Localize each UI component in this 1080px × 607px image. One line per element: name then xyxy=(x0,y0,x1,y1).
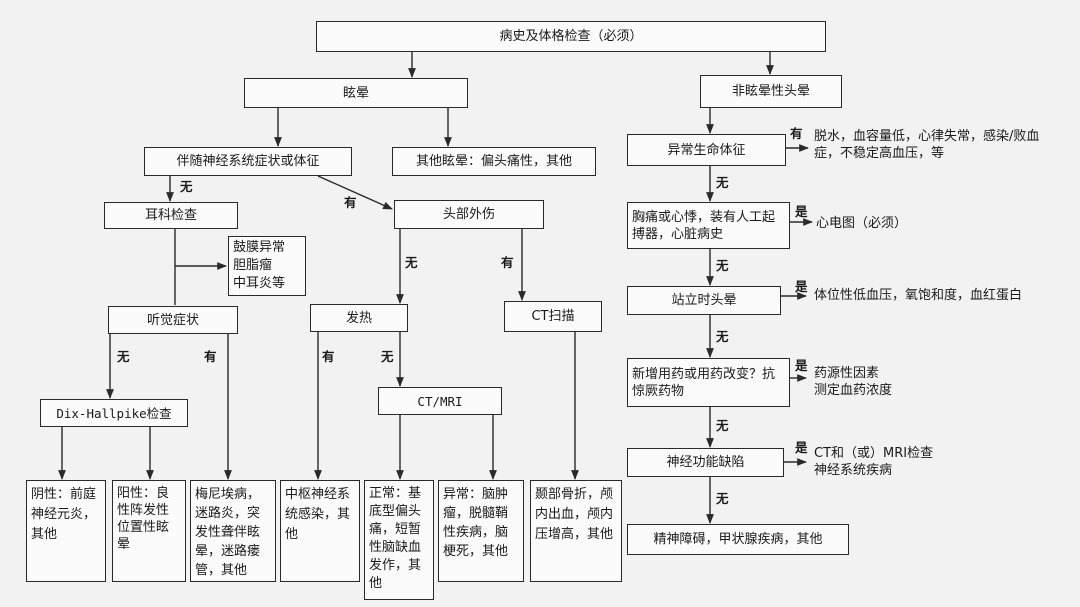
label-no-auditory: 无 xyxy=(117,349,130,364)
ct-mri-text: CT/MRI xyxy=(417,393,463,409)
label-yes-fever: 有 xyxy=(322,349,335,364)
negative-text: 阴性：前庭神经元炎，其他 xyxy=(31,487,97,542)
cns-infection-text: 中枢神经系统感染，其他 xyxy=(285,487,351,542)
label-yes-neuro: 有 xyxy=(344,195,357,210)
ct-normal-box: 正常：基底型偏头痛，短暂性脑缺血发作，其他 xyxy=(364,480,434,600)
positive-box: 阳性：良性阵发性位置性眩晕 xyxy=(112,480,186,582)
label-no-neuro-deficit: 无 xyxy=(716,491,729,506)
ct-scan-text: CT扫描 xyxy=(531,309,575,324)
neuro-signs-box: 伴随神经系统症状或体征 xyxy=(144,147,352,176)
vertigo-box: 眩晕 xyxy=(244,78,468,108)
fever-text: 发热 xyxy=(345,310,372,326)
non-vertigo-text: 非眩晕性头晕 xyxy=(731,84,810,99)
dix-hallpike-box: Dix-Hallpike检查 xyxy=(40,399,188,427)
label-is-meds: 是 xyxy=(795,358,808,373)
ct-mri-box: CT/MRI xyxy=(378,387,502,415)
orthostatic-box: 站立时头晕 xyxy=(627,286,781,315)
ecg-outcome-text: 心电图（必须） xyxy=(816,216,908,231)
neuro-deficit-box: 神经功能缺陷 xyxy=(627,448,784,477)
neuro-deficit-text: 神经功能缺陷 xyxy=(666,455,745,470)
ct-normal-text: 正常：基底型偏头痛，短暂性脑缺血发作，其他 xyxy=(369,486,422,591)
psych-text: 精神障碍，甲状腺疾病，其他 xyxy=(653,532,823,547)
skull-fracture-box: 颞部骨折，颅内出血，颅内压增高，其他 xyxy=(530,480,622,582)
meniere-text: 梅尼埃病，迷路炎，突发性聋伴眩晕，迷路瘘管，其他 xyxy=(195,487,261,578)
abnormal-vitals-text: 异常生命体征 xyxy=(667,142,746,158)
ent-findings-text: 鼓膜异常 胆脂瘤 中耳炎等 xyxy=(233,240,286,291)
auditory-text: 听觉症状 xyxy=(146,312,199,328)
skull-fracture-text: 颞部骨折，颅内出血，颅内压增高，其他 xyxy=(535,487,614,542)
other-vertigo-text: 其他眩晕：偏头痛性，其他 xyxy=(415,154,572,169)
new-meds-box: 新增用药或用药改变？抗惊厥药物 xyxy=(627,358,790,407)
label-no-vitals: 无 xyxy=(716,175,729,190)
label-yes-vitals: 有 xyxy=(790,126,803,141)
cns-infection-box: 中枢神经系统感染，其他 xyxy=(280,480,360,582)
vertigo-text: 眩晕 xyxy=(342,85,369,101)
positive-text: 阳性：良性阵发性位置性眩晕 xyxy=(117,486,170,552)
auditory-box: 听觉症状 xyxy=(108,306,238,334)
neuro-outcome-text: CT和（或）MRI检查 神经系统疾病 xyxy=(814,446,934,478)
head-trauma-text: 头部外伤 xyxy=(442,207,495,222)
history-exam-box: 病史及体格检查（必须） xyxy=(316,21,826,52)
chest-pain-text: 胸痛或心悸，装有人工起搏器，心脏病史 xyxy=(632,209,776,242)
label-is-neuro-deficit: 是 xyxy=(795,440,808,455)
label-no-chest: 无 xyxy=(716,258,729,273)
ct-abnormal-text: 异常：脑肿瘤，脱髓鞘性疾病，脑梗死，其他 xyxy=(443,487,509,559)
ent-exam-text: 耳科检查 xyxy=(144,208,197,223)
ent-exam-box: 耳科检查 xyxy=(104,202,238,229)
non-vertigo-box: 非眩晕性头晕 xyxy=(700,75,842,108)
orthostatic-text: 站立时头晕 xyxy=(671,293,737,308)
head-trauma-box: 头部外伤 xyxy=(394,200,544,229)
label-no-orthostatic: 无 xyxy=(716,329,729,344)
neuro-signs-text: 伴随神经系统症状或体征 xyxy=(176,154,320,169)
meniere-box: 梅尼埃病，迷路炎，突发性聋伴眩晕，迷路瘘管，其他 xyxy=(190,480,276,582)
chest-pain-box: 胸痛或心悸，装有人工起搏器，心脏病史 xyxy=(627,202,790,249)
abnormal-vitals-box: 异常生命体征 xyxy=(627,134,786,166)
label-is-orthostatic: 是 xyxy=(795,279,808,294)
psych-box: 精神障碍，甲状腺疾病，其他 xyxy=(627,524,849,555)
ct-scan-box: CT扫描 xyxy=(504,301,602,332)
dix-hallpike-text: Dix-Hallpike检查 xyxy=(56,405,172,421)
label-no-trauma: 无 xyxy=(405,255,418,270)
label-yes-trauma: 有 xyxy=(501,255,514,270)
drug-outcome-text: 药源性因素 测定血药浓度 xyxy=(814,366,893,398)
label-yes-auditory: 有 xyxy=(204,349,217,364)
label-no-meds: 无 xyxy=(716,418,729,433)
vitals-outcome-text: 脱水，血容量低，心律失常，感染/败血症，不稳定高血压，等 xyxy=(814,129,1040,161)
label-no-neuro: 无 xyxy=(180,179,193,194)
history-exam-text: 病史及体格检查（必须） xyxy=(499,29,643,44)
new-meds-text: 新增用药或用药改变？抗惊厥药物 xyxy=(632,366,776,399)
orthostatic-outcome-text: 体位性低血压，氧饱和度，血红蛋白 xyxy=(814,288,1023,303)
ct-abnormal-box: 异常：脑肿瘤，脱髓鞘性疾病，脑梗死，其他 xyxy=(438,480,524,582)
negative-box: 阴性：前庭神经元炎，其他 xyxy=(26,480,106,582)
other-vertigo-box: 其他眩晕：偏头痛性，其他 xyxy=(392,147,596,176)
fever-box: 发热 xyxy=(310,304,408,332)
ent-findings-box: 鼓膜异常 胆脂瘤 中耳炎等 xyxy=(228,236,306,296)
label-no-fever: 无 xyxy=(381,349,394,364)
label-is-chest: 是 xyxy=(795,204,808,219)
